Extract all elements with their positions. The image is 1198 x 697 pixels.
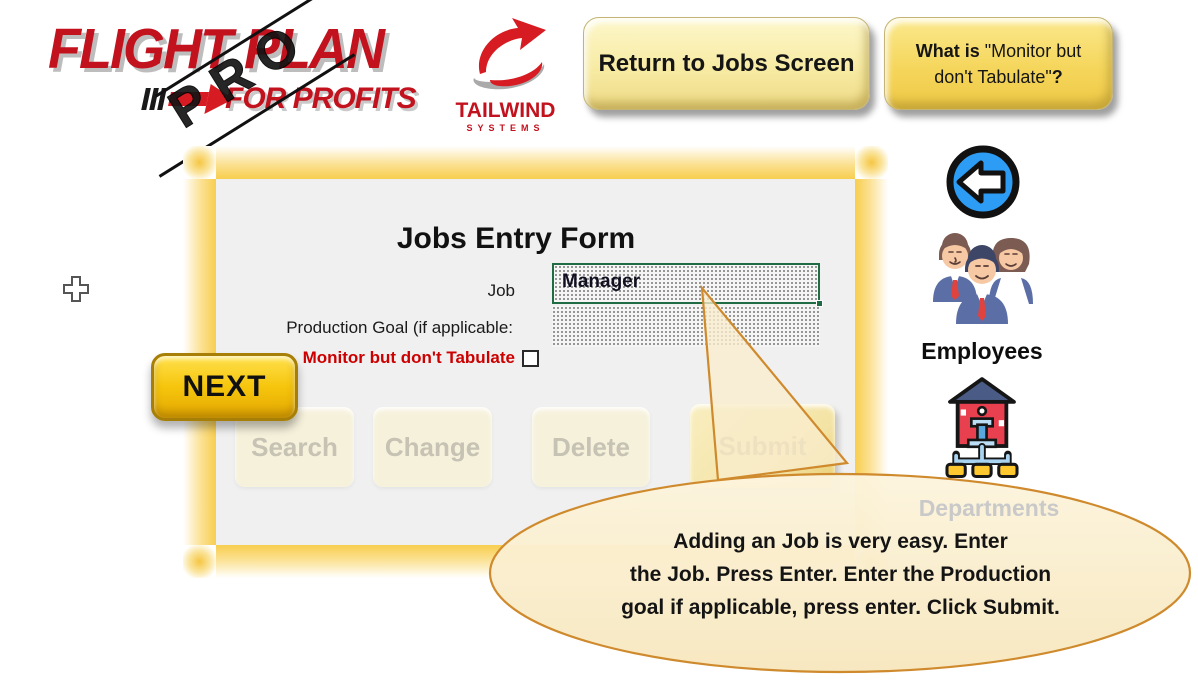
back-arrow-icon[interactable] [944, 143, 1022, 221]
job-label: Job [487, 281, 515, 300]
monitor-checkbox[interactable] [522, 350, 539, 367]
frame-border-right [855, 179, 888, 545]
flight-plan-logo: FLIGHT PLAN FOR PROFITS PRO TAILWIND SYS… [30, 0, 555, 178]
production-goal-label: Production Goal (if applicable: [286, 318, 513, 337]
job-input-cell[interactable]: Manager [552, 263, 823, 307]
departments-label: Departments [918, 495, 1060, 521]
employees-label[interactable]: Employees [921, 338, 1043, 364]
form-title: Jobs Entry Form [396, 222, 636, 255]
submit-button[interactable]: Submit [690, 404, 835, 488]
next-button[interactable]: NEXT [151, 353, 298, 421]
whatis-monitor-button[interactable]: What is "Monitor but don't Tabulate"? [884, 17, 1113, 110]
callout-text: Adding an Job is very easy. Enter the Jo… [621, 530, 1060, 619]
whatis-text: What is "Monitor but don't Tabulate"? [915, 40, 1082, 87]
frame-corner [855, 146, 888, 179]
frame-border-top [216, 146, 855, 179]
change-button[interactable]: Change [373, 407, 492, 487]
employees-people-icon[interactable] [925, 224, 1039, 324]
monitor-label: Monitor but don't Tabulate [302, 348, 515, 367]
frame-corner [183, 545, 216, 578]
tailwind-name: TAILWIND [455, 99, 556, 122]
departments-icon[interactable] [930, 376, 1034, 478]
return-to-jobs-button[interactable]: Return to Jobs Screen [583, 17, 870, 110]
frame-corner [183, 146, 216, 179]
delete-button[interactable]: Delete [532, 407, 650, 487]
logo-subtitle: FOR PROFITS [225, 82, 417, 115]
job-value: Manager [562, 271, 641, 292]
excel-cell-cursor-icon [63, 276, 89, 302]
tailwind-systems: SYSTEMS [466, 123, 545, 133]
tailwind-logo: TAILWIND SYSTEMS [448, 16, 563, 134]
tailwind-swoosh-icon [472, 18, 546, 90]
production-goal-input-cell[interactable] [552, 306, 820, 347]
